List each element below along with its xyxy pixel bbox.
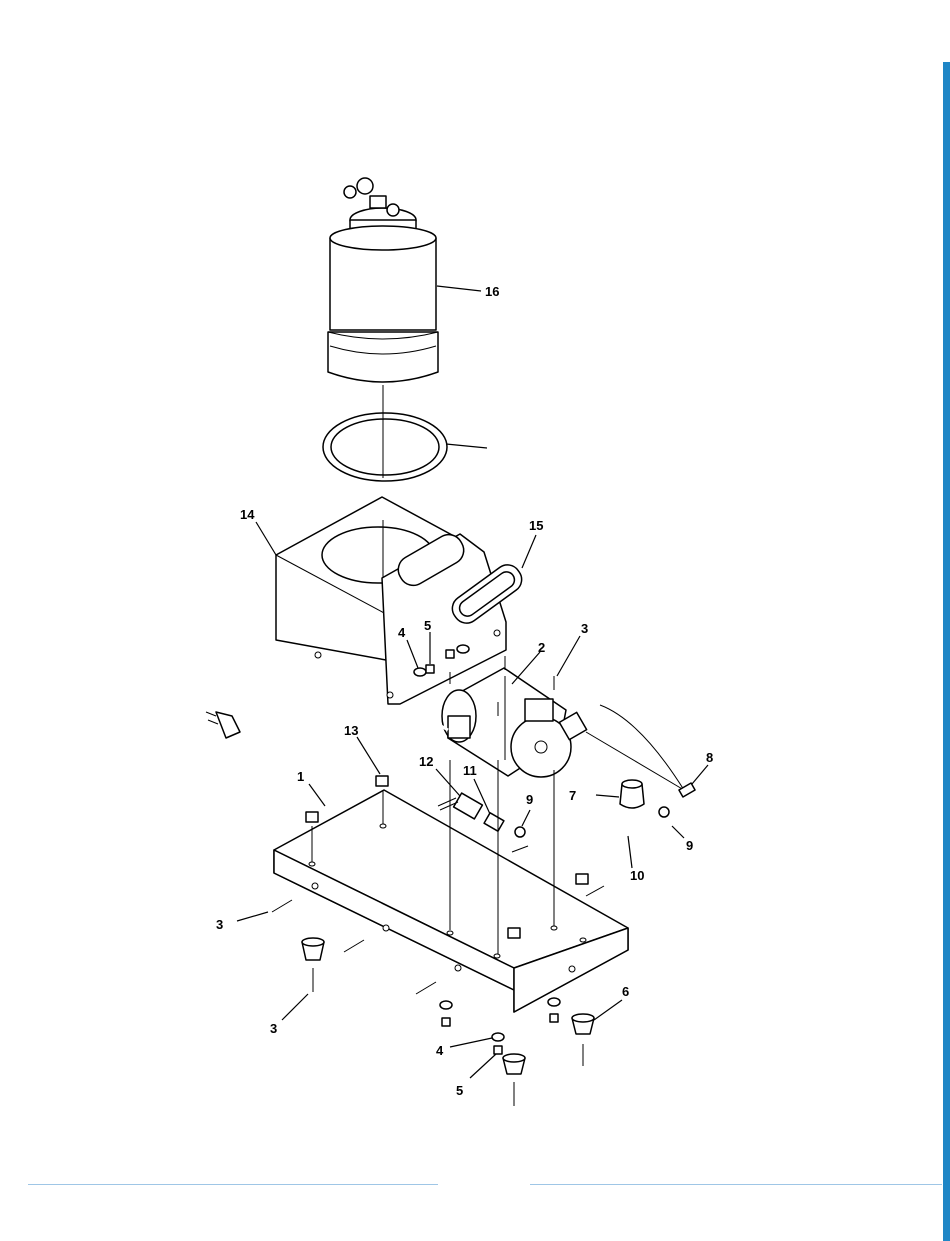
callout-8: 8 bbox=[706, 750, 713, 765]
callout-10: 10 bbox=[630, 868, 644, 883]
callout-12: 12 bbox=[419, 754, 433, 769]
callout-7: 7 bbox=[569, 788, 576, 803]
callout-4-bottom: 4 bbox=[436, 1043, 444, 1058]
callout-5-top: 5 bbox=[424, 618, 431, 633]
power-cord bbox=[206, 706, 448, 747]
callout-3-left: 3 bbox=[216, 917, 223, 932]
part-10-hose bbox=[515, 807, 684, 868]
callout-11: 11 bbox=[463, 763, 477, 778]
part-11-12-valve bbox=[436, 769, 504, 831]
gasket-ring bbox=[323, 385, 487, 481]
callout-9-left: 9 bbox=[526, 792, 533, 807]
callout-4-top: 4 bbox=[398, 625, 406, 640]
part-8-fitting bbox=[679, 765, 708, 797]
callout-1: 1 bbox=[297, 769, 304, 784]
callout-5-bottom: 5 bbox=[456, 1083, 463, 1098]
part-16-tank bbox=[328, 110, 481, 382]
callout-16: 16 bbox=[485, 284, 499, 299]
callout-14: 14 bbox=[240, 507, 255, 522]
part-7-foot bbox=[596, 780, 644, 808]
part-13-cap bbox=[357, 737, 388, 786]
callout-15: 15 bbox=[529, 518, 543, 533]
callout-3-bottom: 3 bbox=[270, 1021, 277, 1036]
callout-9-right: 9 bbox=[686, 838, 693, 853]
callout-6: 6 bbox=[622, 984, 629, 999]
callout-2: 2 bbox=[538, 640, 545, 655]
part-2-motor-pump bbox=[442, 652, 684, 790]
callout-13: 13 bbox=[344, 723, 358, 738]
callout-3-top: 3 bbox=[581, 621, 588, 636]
